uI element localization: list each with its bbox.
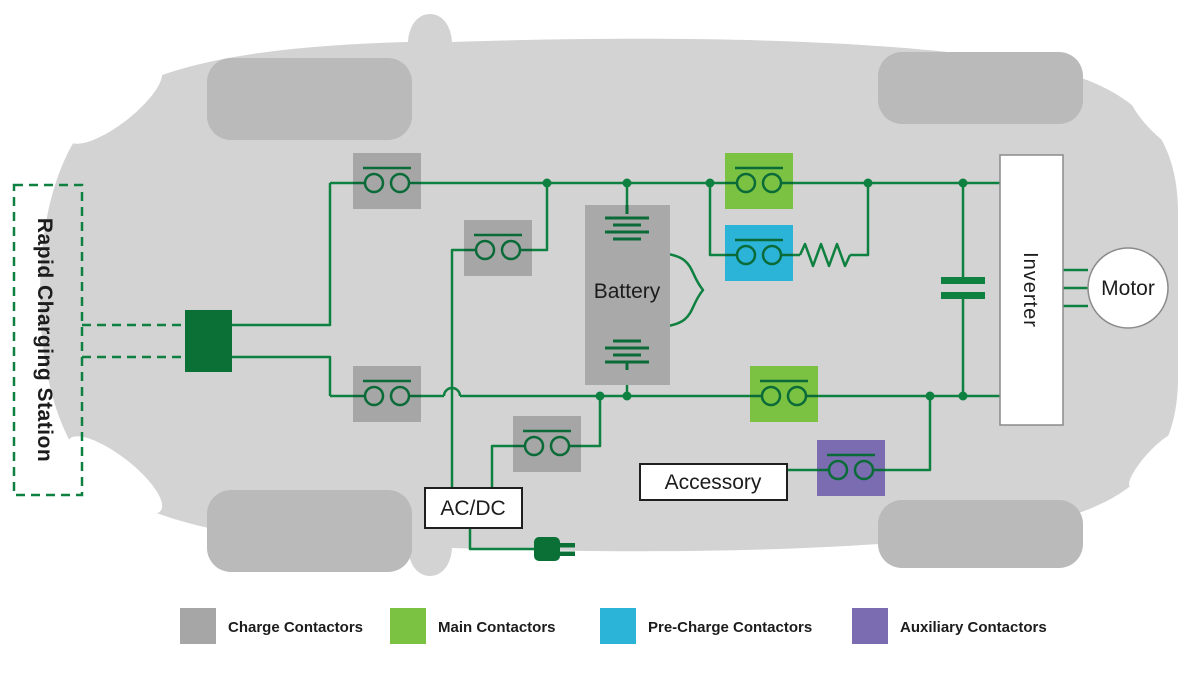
- wire-charger-contactor-to-acdc: [450, 248, 464, 488]
- legend: Charge Contactors Main Contactors Pre-Ch…: [180, 608, 1047, 644]
- wire-charger-contactor-to-top-bus: [532, 183, 549, 252]
- wire-aux-contactor-to-bottom-bus: [885, 396, 932, 472]
- taillight: [1129, 432, 1179, 488]
- main-contactor-negative: [750, 366, 818, 422]
- wheel: [878, 52, 1083, 124]
- acdc-box: [424, 487, 523, 529]
- legend-swatch-main: [390, 608, 426, 644]
- wire-precharge-left: [708, 183, 725, 257]
- junctions-and-capacitor: [542, 178, 985, 401]
- legend-label-auxiliary: Auxiliary Contactors: [900, 619, 1047, 636]
- dc-link-capacitor-plate: [941, 292, 985, 299]
- wheel: [207, 490, 412, 572]
- charge-port: [185, 310, 232, 372]
- contactor-symbols: [353, 153, 885, 496]
- junction-dot: [958, 178, 968, 188]
- wheel: [207, 58, 412, 140]
- motor-label: Motor: [1101, 277, 1155, 300]
- wire-port-to-top-bus: [232, 183, 332, 327]
- junction-dot: [863, 178, 873, 188]
- legend-swatch-precharge: [600, 608, 636, 644]
- junction-dot: [958, 391, 968, 401]
- battery-cells-bottom: [605, 339, 649, 370]
- wire-acdc-to-plug: [468, 528, 534, 551]
- main-contactor-positive: [725, 153, 793, 209]
- accessory-label: Accessory: [665, 471, 762, 494]
- charge-contactor-acdc-negative: [513, 416, 581, 472]
- wire-resistor-to-top-bus: [850, 183, 870, 257]
- precharge-contactor: [725, 225, 793, 281]
- wire-charger-contactor2-to-bottom-bus: [581, 396, 602, 448]
- junction-dot: [925, 391, 935, 401]
- ac-plug-icon: [534, 537, 575, 561]
- junction-dot: [542, 178, 552, 188]
- legend-label-precharge: Pre-Charge Contactors: [648, 619, 812, 636]
- wire-port-to-bottom-bus: [232, 355, 332, 396]
- legend-label-charge: Charge Contactors: [228, 619, 363, 636]
- acdc-label: AC/DC: [440, 497, 505, 520]
- junction-dot: [705, 178, 715, 188]
- legend-label-main: Main Contactors: [438, 619, 556, 636]
- charge-contactor-dc-negative: [353, 366, 421, 422]
- battery-cells-top: [605, 205, 649, 241]
- headlight: [67, 436, 163, 514]
- legend-swatch-auxiliary: [852, 608, 888, 644]
- charge-contactor-acdc-positive: [464, 220, 532, 276]
- battery-label: Battery: [594, 280, 661, 303]
- auxiliary-contactor: [817, 440, 885, 496]
- taillight: [1129, 92, 1179, 148]
- inverter-label: Inverter: [1019, 252, 1041, 328]
- accessory-box: [639, 463, 788, 501]
- junction-dot: [622, 178, 632, 188]
- wire-battery-brace: [659, 251, 705, 329]
- legend-swatch-charge: [180, 608, 216, 644]
- rapid-charging-station-outline: [12, 183, 84, 497]
- dc-link-capacitor-plate: [941, 277, 985, 284]
- rapid-charging-station-label: Rapid Charging Station: [33, 218, 56, 462]
- charge-contactor-dc-positive: [353, 153, 421, 209]
- motor-circle: [1087, 247, 1169, 329]
- headlight: [67, 66, 163, 144]
- wheel: [878, 500, 1083, 568]
- junction-dot: [622, 391, 632, 401]
- precharge-resistor: [798, 242, 852, 268]
- wire-acdc-to-charger-contactor2: [490, 444, 513, 488]
- junction-dot: [595, 391, 605, 401]
- inverter-box: [999, 154, 1064, 426]
